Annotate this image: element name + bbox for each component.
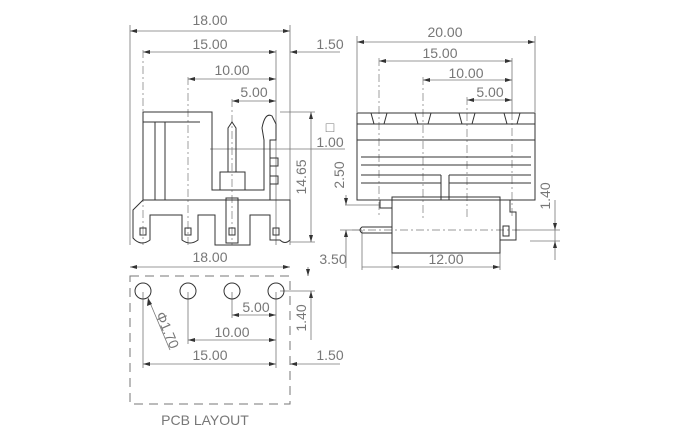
side-dim-lines: [340, 36, 560, 270]
front-dim-10: 10.00: [214, 62, 249, 78]
side-dim-3-50: 3.50: [319, 251, 346, 267]
pcb-holes: [134, 282, 285, 300]
side-body-outline: [356, 112, 536, 254]
side-view: 20.00 15.00 10.00 5.00 1.40 3.50 12.00: [319, 24, 560, 270]
side-dim-5: 5.00: [476, 84, 503, 100]
pcb-hole: [223, 282, 241, 300]
pcb-hole: [179, 282, 197, 300]
front-body-outline: [132, 111, 291, 246]
side-arrows: [344, 40, 557, 269]
side-dim-1-40: 1.40: [537, 182, 553, 209]
front-dim-lines: [129, 25, 345, 245]
pcb-layout-title: PCB LAYOUT: [161, 412, 249, 428]
pcb-dim-5: 5.00: [242, 299, 269, 315]
front-dim-5: 5.00: [240, 84, 267, 100]
side-dim-15: 15.00: [422, 45, 457, 61]
front-dim-1-00: 1.00: [316, 134, 343, 150]
pcb-dim-hole: Φ1.70: [153, 309, 183, 351]
front-view: 18.00 15.00 1.50 10.00 5.00 □ 1.00 14.65…: [129, 12, 347, 246]
pcb-outline: [129, 275, 291, 405]
front-arrows: [130, 29, 313, 242]
front-dim-1-50: 1.50: [316, 36, 343, 52]
pcb-hole: [134, 282, 152, 300]
side-dim-20: 20.00: [427, 24, 462, 40]
front-dim-15: 15.00: [192, 36, 227, 52]
pcb-dim-1-50: 1.50: [316, 347, 343, 363]
pcb-dim-18: 18.00: [192, 249, 227, 265]
pcb-dim-lines: [130, 266, 340, 368]
pcb-dim-10: 10.00: [214, 324, 249, 340]
front-dim-14-65: 14.65: [293, 159, 309, 194]
side-dim-12: 12.00: [428, 251, 463, 267]
pcb-hole: [267, 282, 285, 300]
front-dim-2-50: 2.50: [331, 161, 347, 188]
pcb-dim-15: 15.00: [192, 347, 227, 363]
front-dim-18: 18.00: [192, 12, 227, 28]
pcb-arrows: [130, 265, 313, 366]
pcb-dim-1-40: 1.40: [293, 304, 309, 331]
pcb-layout: 18.00 5.00 10.00 15.00 1.50 1.40 Φ1.70 P…: [129, 249, 344, 428]
side-dim-10: 10.00: [448, 65, 483, 81]
front-dim-square: □: [326, 119, 335, 135]
